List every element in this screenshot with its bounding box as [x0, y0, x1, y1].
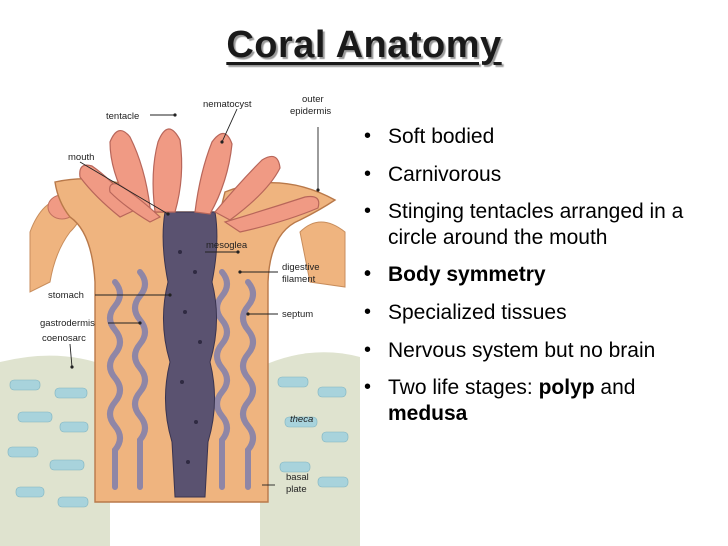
bullet-text: Body symmetry [388, 263, 546, 287]
bullet-stinging-tentacles: • Stinging tentacles arranged in a circl… [360, 199, 720, 250]
label-nematocyst: nematocyst [203, 99, 252, 110]
polyp-body [54, 178, 337, 503]
bullet-text: Nervous system but no brain [388, 338, 656, 362]
label-basal-plate-line1: basal [286, 472, 309, 483]
label-septum: septum [282, 309, 313, 320]
bullet-medusa: medusa [388, 401, 468, 425]
bullet-symbol: • [364, 200, 372, 223]
label-digestive-filament-line2: filament [282, 274, 316, 285]
bullet-polyp: polyp [538, 376, 595, 400]
leader-dots [70, 113, 320, 369]
bullet-symbol: • [364, 376, 372, 399]
bullet-text: Specialized tissues [388, 301, 567, 325]
bullet-symbol: • [364, 338, 372, 361]
tentacles [79, 128, 320, 233]
bullet-text: Stinging tentacles arranged in a circle … [388, 200, 684, 249]
label-outer-epidermis-line1: outer [302, 94, 324, 105]
bullet-list: • Soft bodied • Carnivorous • Stinging t… [360, 124, 720, 438]
bullet-symbol: • [364, 162, 372, 185]
bullet-and: and [594, 376, 636, 400]
bullet-symbol: • [364, 263, 372, 286]
neighbor-polyps [29, 194, 346, 293]
bullet-body-symmetry: • Body symmetry [360, 262, 720, 288]
label-coenosarc: coenosarc [42, 333, 86, 344]
label-stomach: stomach [48, 290, 84, 301]
bullet-symbol: • [364, 125, 372, 147]
label-basal-plate-line2: plate [286, 484, 307, 495]
slide-title: Coral Anatomy [226, 24, 502, 66]
leader-lines [69, 108, 319, 486]
coral-anatomy-diagram: tentacle nematocyst outer epidermis mout… [0, 94, 360, 546]
bullet-text-prefix: Two life stages: [388, 376, 539, 400]
label-gastrodermis: gastrodermis [40, 318, 95, 329]
bullet-specialized-tissues: • Specialized tissues [360, 300, 720, 326]
bullet-text: Soft bodied [388, 125, 495, 148]
label-tentacle: tentacle [106, 111, 139, 122]
label-digestive-filament-line1: digestive [282, 262, 320, 273]
bullet-symbol: • [364, 301, 372, 324]
bullet-soft-bodied: • Soft bodied [360, 124, 720, 150]
bullet-life-stages: • Two life stages: polyp and medusa [360, 375, 720, 426]
skeleton-base [0, 352, 360, 546]
bullet-nervous-system: • Nervous system but no brain [360, 338, 720, 364]
label-theca: theca [290, 414, 313, 425]
bullet-carnivorous: • Carnivorous [360, 162, 720, 188]
label-mouth: mouth [68, 152, 94, 163]
bullet-text: Carnivorous [388, 162, 502, 186]
label-outer-epidermis-line2: epidermis [290, 106, 331, 117]
label-mesoglea: mesoglea [206, 240, 248, 251]
